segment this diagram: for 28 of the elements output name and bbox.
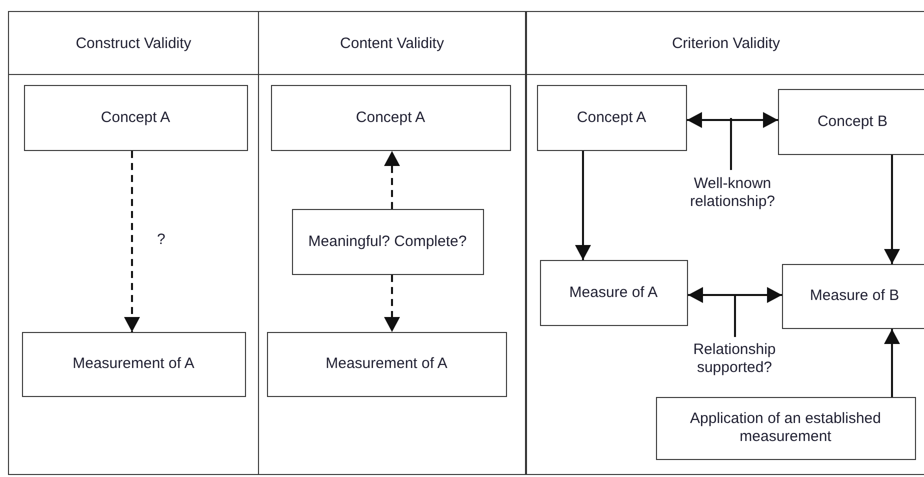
process-box: Concept A	[536, 84, 686, 150]
leader-line	[730, 118, 732, 170]
process-box: Application of an established measurement	[656, 396, 916, 460]
arrow	[124, 151, 140, 332]
column-header: Construct Validity	[76, 34, 192, 52]
arrow	[384, 275, 400, 332]
leader-line	[734, 294, 736, 337]
column-panel	[526, 11, 924, 475]
column-panel	[258, 11, 526, 475]
process-box: Concept A	[270, 84, 510, 150]
arrow	[575, 151, 591, 260]
process-box: Measure of B	[782, 264, 924, 328]
process-box: Measure of A	[540, 260, 688, 326]
arrow	[884, 329, 900, 397]
column-panel	[8, 11, 259, 475]
process-box: Concept A	[24, 84, 248, 150]
annotation-text: Well-known relationship?	[668, 170, 798, 216]
arrow	[687, 112, 778, 128]
column-header: Content Validity	[340, 34, 444, 52]
process-box: Meaningful? Complete?	[292, 208, 484, 274]
column-header: Criterion Validity	[672, 34, 780, 52]
annotation-text: Relationship supported?	[664, 336, 804, 380]
process-box: Measurement of A	[22, 332, 246, 396]
arrow	[884, 155, 900, 264]
process-box: Measurement of A	[266, 332, 506, 396]
arrow	[688, 287, 782, 303]
process-box: Concept B	[778, 88, 924, 154]
arrow	[384, 151, 400, 209]
